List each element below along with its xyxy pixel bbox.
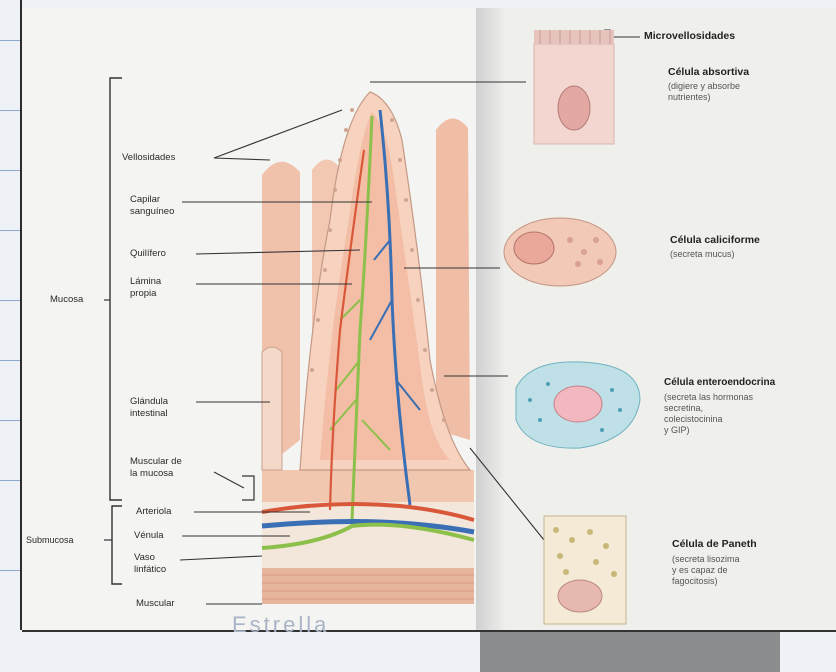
muscularis-mucosae-layer: [262, 470, 474, 502]
absorptive-nucleus: [558, 86, 590, 130]
label-quilifero: Quilífero: [130, 248, 166, 260]
mucosa-bracket: [110, 78, 122, 500]
label-capilar-line1: Capilar: [130, 194, 160, 206]
label-venula: Vénula: [134, 530, 164, 542]
paneth-cell-title: Célula de Paneth: [672, 538, 757, 550]
paneth-cell-desc: y es capaz de: [672, 565, 728, 576]
goblet-nucleus: [514, 232, 554, 264]
submucosa-bracket: [112, 506, 122, 584]
label-muscular: Muscular: [136, 598, 175, 610]
microvilli-drawing: [534, 30, 614, 44]
label-lamina-line1: Lámina: [130, 276, 161, 288]
paneth-cell-desc: (secreta lisozima: [672, 554, 740, 565]
label-microvellosidades: Microvellosidades: [644, 30, 735, 42]
label-lamina-line2: propia: [130, 288, 156, 300]
absorptive-cell-desc: (digiere y absorbe: [668, 81, 740, 92]
label-submucosa: Submucosa: [26, 534, 74, 546]
label-muscular-mucosa-line1: Muscular de: [130, 456, 182, 468]
back-villus: [436, 118, 470, 440]
label-glandula-line1: Glándula: [130, 396, 168, 408]
enteroendocrine-cell-desc: (secreta las hormonas: [664, 392, 753, 403]
label-arteriola: Arteriola: [136, 506, 171, 518]
enteroendocrine-cell-desc: secretina,: [664, 403, 703, 414]
label-muscular-mucosa-line2: la mucosa: [130, 468, 173, 480]
enteroendocrine-cell-desc: y GIP): [664, 425, 690, 436]
label-glandula-line2: intestinal: [130, 408, 168, 420]
goblet-cell-desc: (secreta mucus): [670, 249, 735, 260]
paneth-cell-desc: fagocitosis): [672, 576, 718, 587]
absorptive-cell-desc: nutrientes): [668, 92, 711, 103]
absorptive-cell-title: Célula absortiva: [668, 66, 749, 78]
enteroendocrine-nucleus: [554, 386, 602, 422]
label-vellosidades: Vellosidades: [122, 152, 175, 164]
label-mucosa: Mucosa: [50, 294, 83, 306]
enteroendocrine-cell-desc: colecistocinina: [664, 414, 723, 425]
enteroendocrine-cell-title: Célula enteroendocrina: [664, 377, 775, 388]
label-vaso-line1: Vaso: [134, 552, 155, 564]
intestinal-gland: [262, 347, 282, 470]
label-vaso-line2: linfático: [134, 564, 166, 576]
label-capilar-line2: sanguíneo: [130, 206, 174, 218]
goblet-cell-title: Célula caliciforme: [670, 234, 760, 246]
paneth-nucleus: [558, 580, 602, 612]
